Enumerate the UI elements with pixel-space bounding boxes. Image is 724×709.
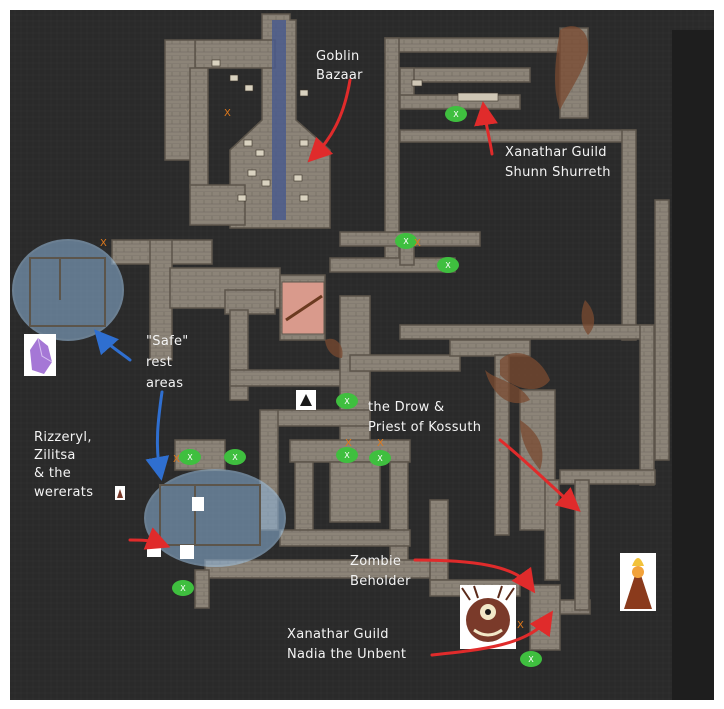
svg-text:X: X: [173, 454, 180, 465]
rock-edge-right: [672, 30, 714, 700]
marker-dot[interactable]: [395, 233, 417, 249]
purple-crystal-icon: [24, 334, 56, 376]
marker-x-labels: X X X X X X X X X X: [180, 110, 534, 664]
arrow-nadia: [430, 610, 554, 657]
bazaar-stalls: [211, 59, 309, 202]
arrow-safe-north: [94, 329, 132, 362]
rubble-patches: [325, 26, 595, 470]
arrow-zombie-beholder: [413, 558, 536, 594]
marker-dot[interactable]: [336, 393, 358, 409]
blue-arrows: [94, 329, 170, 481]
svg-text:X: X: [445, 261, 451, 270]
svg-text:X: X: [403, 237, 409, 246]
marker-dot[interactable]: [172, 580, 194, 596]
svg-text:areas: areas: [146, 376, 183, 391]
svg-text:& the: & the: [34, 466, 71, 481]
svg-text:Nadia the Unbent: Nadia the Unbent: [287, 647, 406, 662]
red-arrows: [128, 78, 581, 657]
arrow-rizzeryl: [128, 527, 171, 550]
svg-text:Priest of Kossuth: Priest of Kossuth: [368, 420, 481, 435]
arrow-safe-south: [145, 390, 170, 481]
svg-text:X: X: [344, 397, 350, 406]
svg-text:X: X: [180, 584, 186, 593]
svg-text:X: X: [517, 620, 524, 631]
marker-dot[interactable]: [179, 449, 201, 465]
wererat-token-icon[interactable]: [115, 486, 125, 500]
marker-dot[interactable]: [437, 257, 459, 273]
svg-text:X: X: [345, 438, 352, 449]
svg-text:Zilitsa: Zilitsa: [34, 448, 76, 463]
svg-text:X: X: [100, 238, 107, 249]
svg-text:X: X: [187, 453, 193, 462]
svg-text:Bazaar: Bazaar: [316, 68, 363, 83]
label-zombie-beholder: Zombie Beholder: [350, 554, 411, 589]
safe-room-walls: [29, 257, 261, 546]
svg-text:X: X: [224, 108, 231, 119]
svg-text:Shunn Shurreth: Shunn Shurreth: [505, 165, 611, 180]
svg-text:X: X: [232, 453, 238, 462]
orange-x-marks: X X X X X X X: [100, 108, 524, 631]
svg-text:Xanathar Guild: Xanathar Guild: [287, 627, 389, 642]
label-drow: the Drow & Priest of Kossuth: [368, 400, 481, 435]
arrow-drow: [498, 438, 581, 512]
label-xanathar-nadia: Xanathar Guild Nadia the Unbent: [287, 627, 406, 662]
marker-dot[interactable]: [369, 450, 391, 466]
svg-text:Beholder: Beholder: [350, 574, 411, 589]
label-rizzeryl: Rizzeryl, Zilitsa & the wererats: [34, 430, 93, 500]
bazaar-carpet: [272, 20, 286, 220]
svg-text:X: X: [344, 451, 350, 460]
fire-priest-portrait-icon[interactable]: [620, 553, 656, 611]
svg-text:Xanathar Guild: Xanathar Guild: [505, 145, 607, 160]
marker-dot[interactable]: [445, 106, 467, 122]
svg-text:X: X: [414, 238, 421, 249]
label-xanathar-shunn: Xanathar Guild Shunn Shurreth: [505, 145, 611, 180]
marker-dot[interactable]: [520, 651, 542, 667]
marker-dot[interactable]: [336, 447, 358, 463]
svg-text:X: X: [377, 454, 383, 463]
safe-rest-area-south[interactable]: [144, 469, 286, 567]
arrow-shunn: [474, 101, 498, 156]
safe-rest-area-north[interactable]: [12, 239, 124, 341]
beholder-portrait-icon[interactable]: [460, 585, 516, 649]
svg-text:X: X: [528, 655, 534, 664]
svg-text:Rizzeryl,: Rizzeryl,: [34, 430, 92, 445]
drow-token-icon[interactable]: [296, 390, 316, 410]
marker-dot[interactable]: [224, 449, 246, 465]
svg-text:rest: rest: [146, 355, 172, 370]
shunn-furniture: [411, 79, 499, 102]
svg-text:Zombie: Zombie: [350, 554, 401, 569]
svg-text:X: X: [377, 438, 384, 449]
label-goblin-bazaar: Goblin Bazaar: [316, 49, 363, 83]
svg-text:X: X: [453, 110, 459, 119]
svg-text:the Drow &: the Drow &: [368, 400, 444, 415]
svg-text:wererats: wererats: [34, 485, 93, 500]
label-safe-rest: "Safe" rest areas: [146, 334, 189, 391]
green-markers: [172, 106, 542, 667]
svg-text:"Safe": "Safe": [146, 334, 189, 349]
arrow-goblin-bazaar: [307, 78, 352, 163]
svg-text:Goblin: Goblin: [316, 49, 360, 64]
